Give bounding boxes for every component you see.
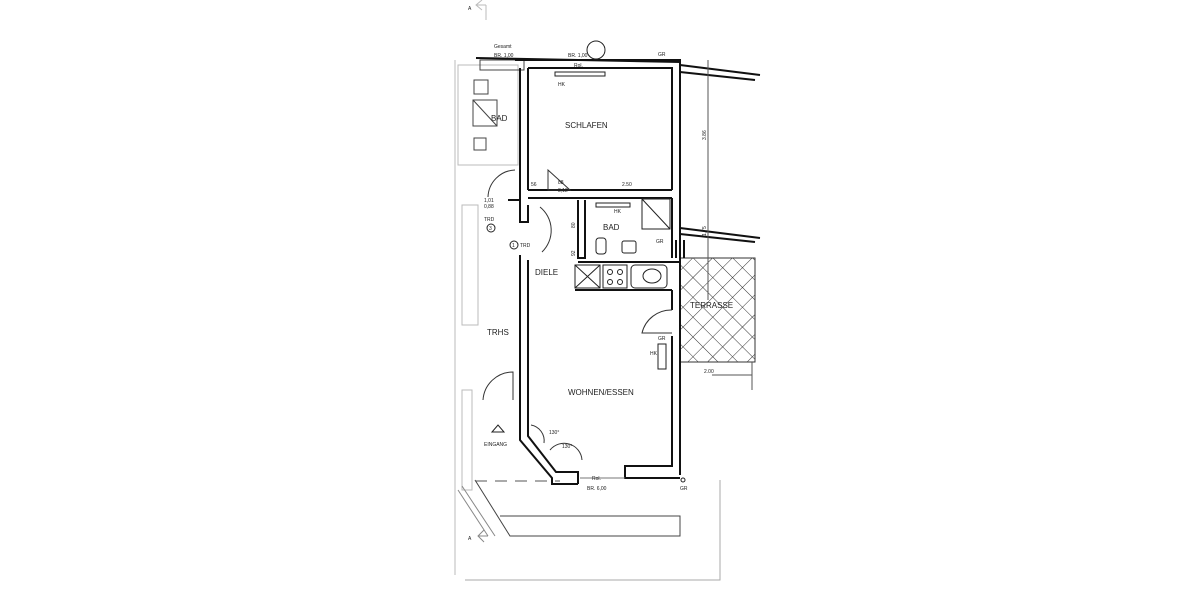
dimension-schlafen-width: 2.50 [622,182,632,188]
dimension-80: 80 [571,222,577,228]
trd-number: 3 [489,226,492,232]
dimension-812: 8,12 [558,188,568,194]
trd-label: TRD [484,217,495,223]
neighbor-bath [472,59,525,151]
dimension-92: 92 [571,250,577,256]
entrance-arrow-icon [490,424,506,433]
heater-label-bad: HK [614,209,622,215]
gr-label-bad: GR [656,239,664,245]
dimension-terrasse-width: 2.00 [704,369,714,375]
kitchen-cabinet [574,264,601,289]
heater-schlafen [554,71,606,77]
window-width-right: BR. 1,00 [568,53,588,59]
shutter-label-bottom: Rol. [592,476,601,482]
gr-label-bottom: GR [680,486,688,492]
room-label-diele: DIELE [535,268,558,277]
dimension-56: 56 [531,182,537,188]
angle-label-2: 130° [562,444,572,450]
room-label-bad: BAD [603,223,620,232]
window-width-bottom: BR. 6,00 [587,486,607,492]
heater-label-schlafen: HK [558,82,566,88]
terrace-tiles [679,257,756,363]
dimension-101: 1,01 [484,198,494,204]
gr-label-wohnen: GR [658,336,666,342]
heater-wohnen [657,343,667,370]
dimension-schlafen-depth: 3.86 [702,130,708,140]
neighbor-unit [454,0,519,575]
shutter-label-top: Rol. [574,63,583,69]
washbasin [621,240,637,254]
door-swings [482,168,673,461]
gesamt-label: Gesamt [494,44,512,50]
room-label-schlafen: SCHLAFEN [565,121,608,130]
room-label-wohnen-essen: WOHNEN/ESSEN [568,388,634,397]
dimension-175: 1,75 [702,226,708,236]
shower [641,198,671,230]
angle-label-1: 130° [549,430,559,436]
window-width-left: BR. 1,00 [494,53,514,59]
dimension-88: 88 [558,180,564,186]
site-lines [457,60,753,581]
trd-label-mid: TRD [520,243,531,249]
drain-pipe [586,40,606,60]
room-label-eingang: EINGANG [484,442,507,448]
room-label-bad-neighbor: BAD [491,114,508,123]
section-marker-bottom: A [468,536,472,542]
heater-label-wohnen: HK [650,351,658,357]
section-marker-top: A [468,6,472,12]
stove [602,264,628,289]
fixtures [554,40,686,483]
dimension-088: 0,88 [484,204,494,210]
heater-bad [595,202,631,208]
room-label-terrasse: TERRASSE [690,301,733,310]
trd-number-mid: 1 [512,243,515,249]
sink [630,264,668,289]
toilet [595,237,607,255]
room-label-trhs: TRHS [487,328,509,337]
gr-label-top: GR [658,52,666,58]
